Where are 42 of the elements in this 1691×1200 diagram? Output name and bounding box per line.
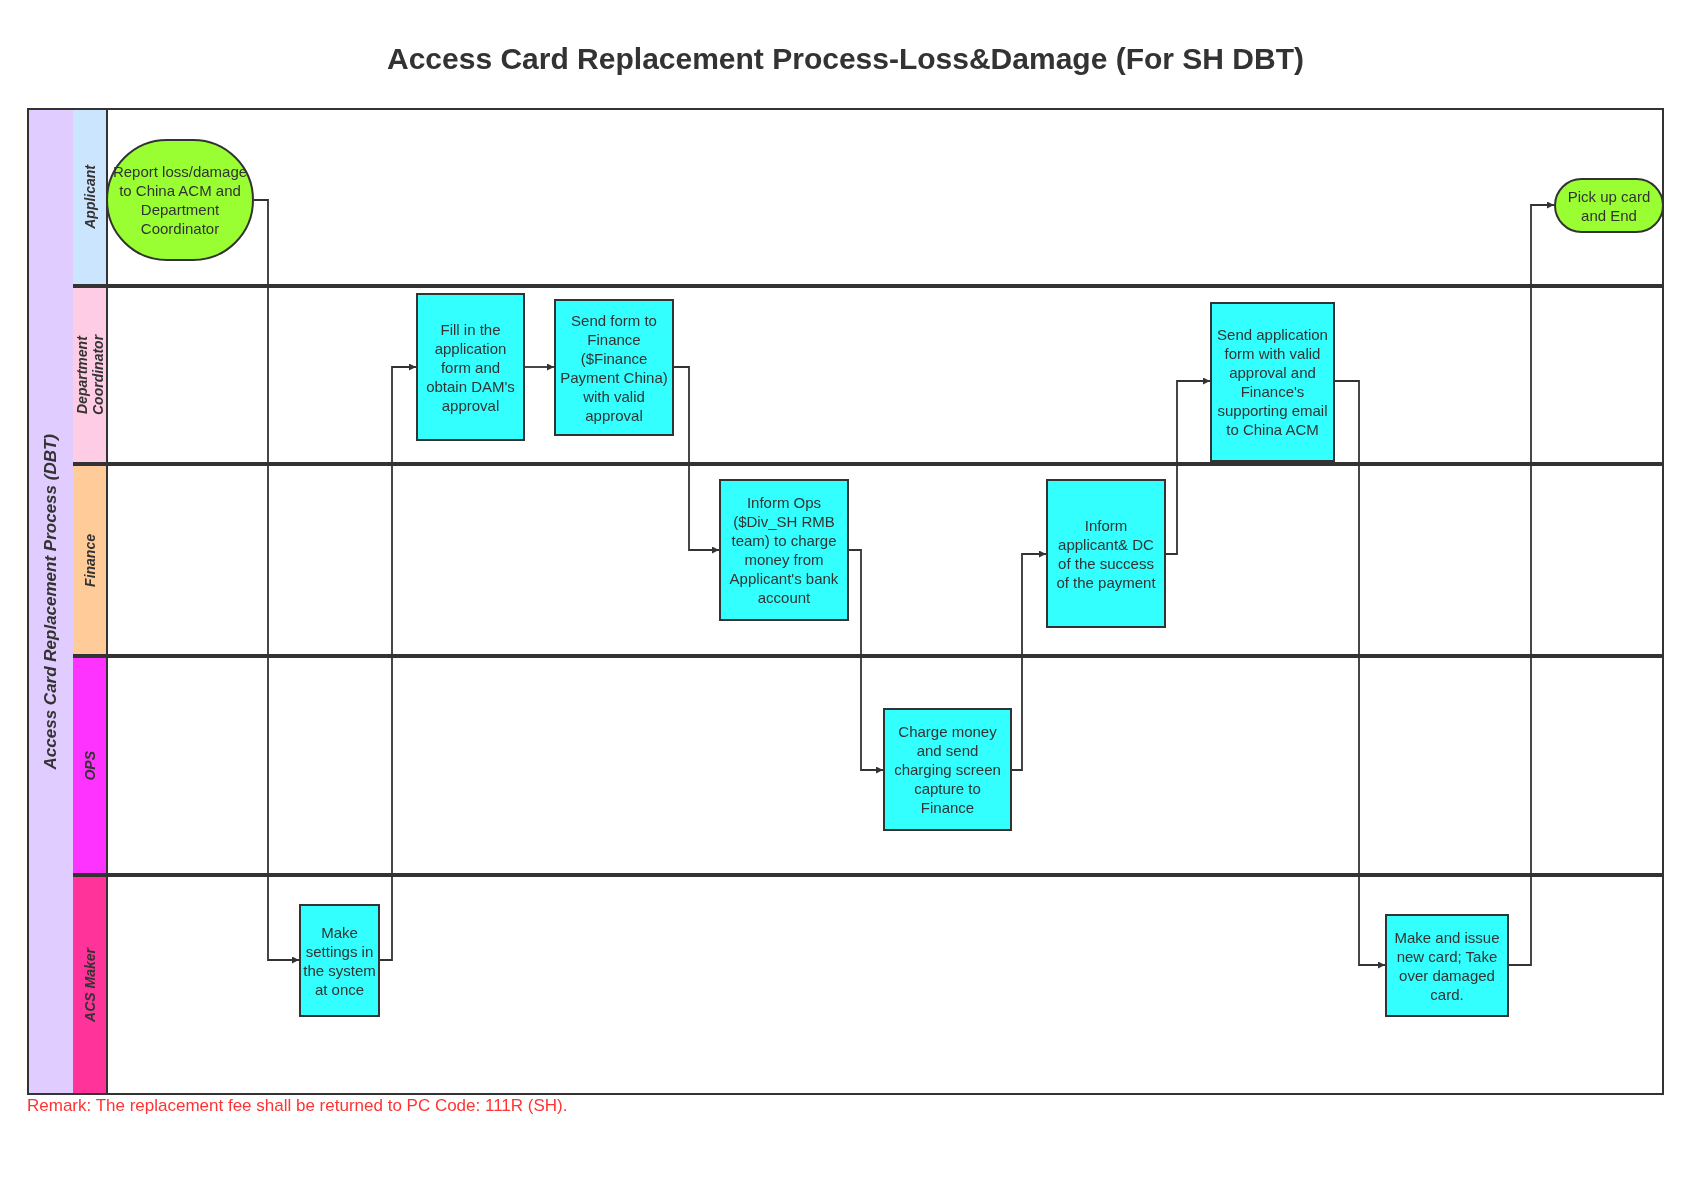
connector-arrow xyxy=(524,363,555,371)
swimlane xyxy=(73,875,1664,1095)
step-text: Charge money and send charging screen capture to Finance xyxy=(893,722,1002,817)
step-text: Make and issue new card; Take over damaged card. xyxy=(1393,927,1501,1004)
remark-note: Remark: The replacement fee shall be returned to PC Code: 111R (SH). xyxy=(27,1096,568,1116)
process-box xyxy=(1385,914,1509,1017)
connector-arrow xyxy=(379,363,417,961)
step-text: Make settings in the system at once xyxy=(303,922,376,999)
pool-title: Access Card Replacement Process (DBT) xyxy=(41,433,61,770)
process-box xyxy=(554,299,674,436)
connector-arrow xyxy=(253,199,300,964)
step-text: Send form to Finance ($Finance Payment China) with valid approval xyxy=(559,310,669,425)
process-box xyxy=(883,708,1012,831)
step-text: Inform Ops ($Div_SH RMB team) to charge money from Applicant's bank account xyxy=(728,493,840,607)
connector-arrow xyxy=(1011,550,1047,771)
swimlane xyxy=(73,464,1664,656)
connector-arrow xyxy=(848,549,884,774)
lane-title: Finance xyxy=(81,533,98,587)
lane-title: Applicant xyxy=(81,165,98,229)
lane-title: OPS xyxy=(81,750,98,781)
connector-arrow xyxy=(1508,201,1555,966)
swimlane xyxy=(73,286,1664,464)
lane-title: ACS Maker xyxy=(81,948,98,1022)
lane-title: Department Coordinator xyxy=(73,333,106,418)
diagram-title: Access Card Replacement Process-Loss&Damage (For SH DBT) xyxy=(386,42,1305,76)
step-text: Send application form with valid approval and Finance's supporting email to China ACM xyxy=(1216,325,1329,439)
connector-arrow xyxy=(673,366,720,554)
step-text: Fill in the application form and obtain DAM's approval xyxy=(425,319,516,415)
process-box xyxy=(719,479,849,621)
connector-arrow xyxy=(1334,380,1386,969)
step-text: Inform applicant& DC of the success of the payment xyxy=(1055,515,1157,592)
swimlane-pool xyxy=(27,108,1664,1095)
terminator-shape xyxy=(1554,178,1664,233)
step-text: Pick up card and End xyxy=(1566,186,1652,225)
process-box xyxy=(299,904,380,1017)
process-box xyxy=(1210,302,1335,462)
swimlane xyxy=(73,656,1664,875)
process-box xyxy=(1046,479,1166,628)
process-box xyxy=(416,293,525,441)
connector-arrow xyxy=(1165,377,1211,555)
step-text: Report loss/damage to China ACM and Department Coordinator xyxy=(111,162,249,238)
swimlane xyxy=(73,108,1664,286)
